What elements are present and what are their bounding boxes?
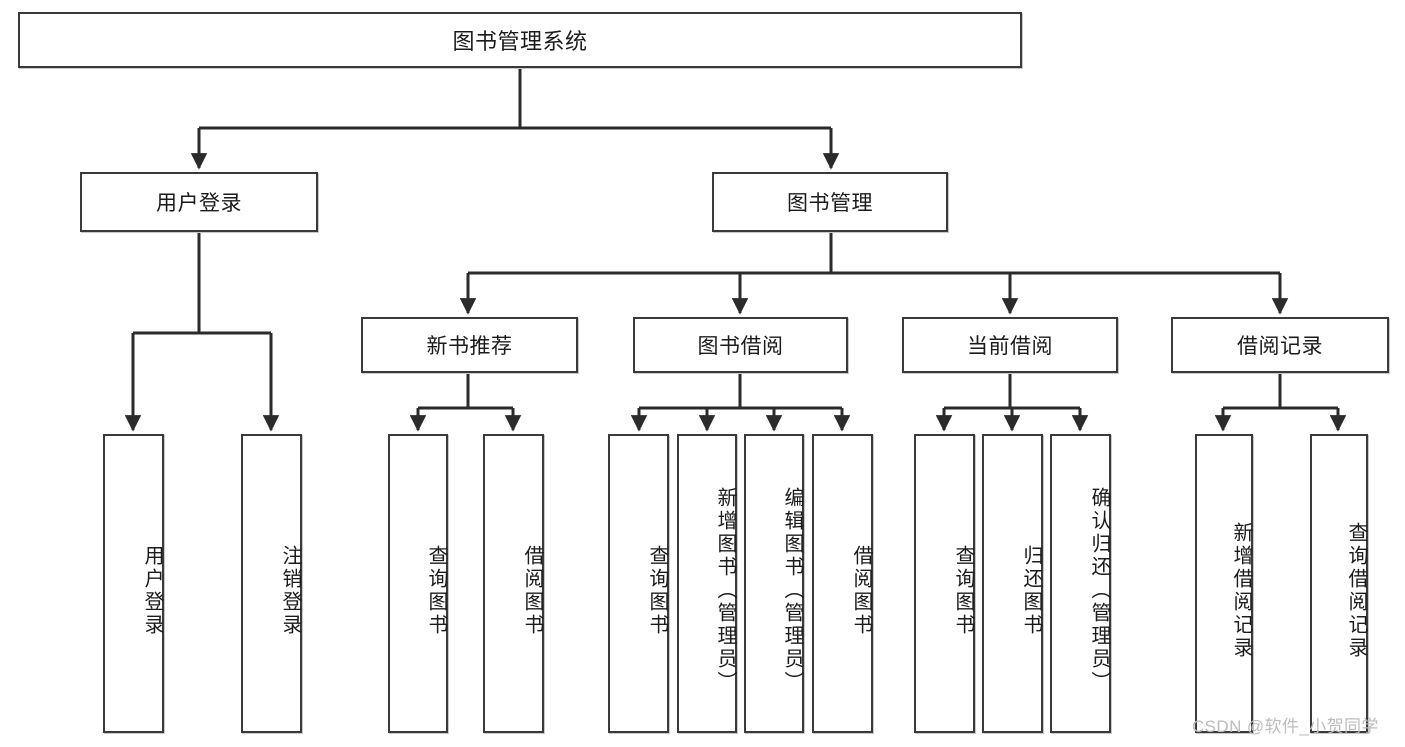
node-label: 图书管理 bbox=[787, 192, 873, 215]
node-label: 新增图书（管理员） bbox=[714, 487, 736, 694]
node-book-borrow[interactable]: 图书借阅 bbox=[633, 317, 848, 373]
leaf-add-borrow-record[interactable]: 新增借阅记录 bbox=[1195, 434, 1253, 733]
node-root-library-system[interactable]: 图书管理系统 bbox=[18, 12, 1022, 68]
leaf-logout[interactable]: 注销登录 bbox=[241, 434, 302, 733]
node-label: 注销登录 bbox=[279, 544, 301, 637]
node-label: 借阅图书 bbox=[850, 544, 872, 637]
node-label: 新增借阅记录 bbox=[1230, 521, 1252, 660]
node-current-borrow[interactable]: 当前借阅 bbox=[902, 317, 1118, 373]
leaf-borrow-book-recommend[interactable]: 借阅图书 bbox=[483, 434, 544, 733]
node-label: 查询借阅记录 bbox=[1345, 521, 1367, 660]
node-label: 查询图书 bbox=[952, 544, 974, 637]
leaf-edit-book-admin[interactable]: 编辑图书（管理员） bbox=[744, 434, 804, 733]
node-label: 新书推荐 bbox=[426, 335, 513, 358]
node-new-book-recommendation[interactable]: 新书推荐 bbox=[361, 317, 578, 373]
csdn-watermark: CSDN @软件_小贺同学 bbox=[1192, 717, 1379, 736]
node-label: 查询图书 bbox=[425, 544, 447, 637]
node-label: 查询图书 bbox=[646, 544, 668, 637]
node-label: 编辑图书（管理员） bbox=[781, 487, 803, 694]
leaf-query-book-recommend[interactable]: 查询图书 bbox=[388, 434, 448, 733]
node-label: 当前借阅 bbox=[967, 335, 1053, 358]
leaf-add-book-admin[interactable]: 新增图书（管理员） bbox=[677, 434, 737, 733]
node-label: 图书借阅 bbox=[697, 335, 784, 358]
leaf-return-book[interactable]: 归还图书 bbox=[982, 434, 1043, 733]
node-user-login[interactable]: 用户登录 bbox=[80, 172, 318, 232]
node-label: 确认归还（管理员） bbox=[1088, 487, 1110, 694]
leaf-query-book-borrow[interactable]: 查询图书 bbox=[608, 434, 669, 733]
leaf-confirm-return-admin[interactable]: 确认归还（管理员） bbox=[1050, 434, 1111, 733]
node-label: 借阅图书 bbox=[521, 544, 543, 637]
node-label: 图书管理系统 bbox=[452, 29, 588, 54]
node-label: 归还图书 bbox=[1020, 544, 1042, 637]
leaf-query-borrow-record[interactable]: 查询借阅记录 bbox=[1310, 434, 1368, 733]
leaf-borrow-book[interactable]: 借阅图书 bbox=[812, 434, 873, 733]
node-label: 用户登录 bbox=[156, 192, 242, 215]
node-label: 借阅记录 bbox=[1237, 335, 1323, 358]
leaf-query-book-current[interactable]: 查询图书 bbox=[914, 434, 975, 733]
node-borrow-record[interactable]: 借阅记录 bbox=[1171, 317, 1389, 373]
node-book-management[interactable]: 图书管理 bbox=[712, 172, 948, 232]
leaf-user-login[interactable]: 用户登录 bbox=[103, 434, 164, 733]
node-label: 用户登录 bbox=[141, 544, 163, 637]
